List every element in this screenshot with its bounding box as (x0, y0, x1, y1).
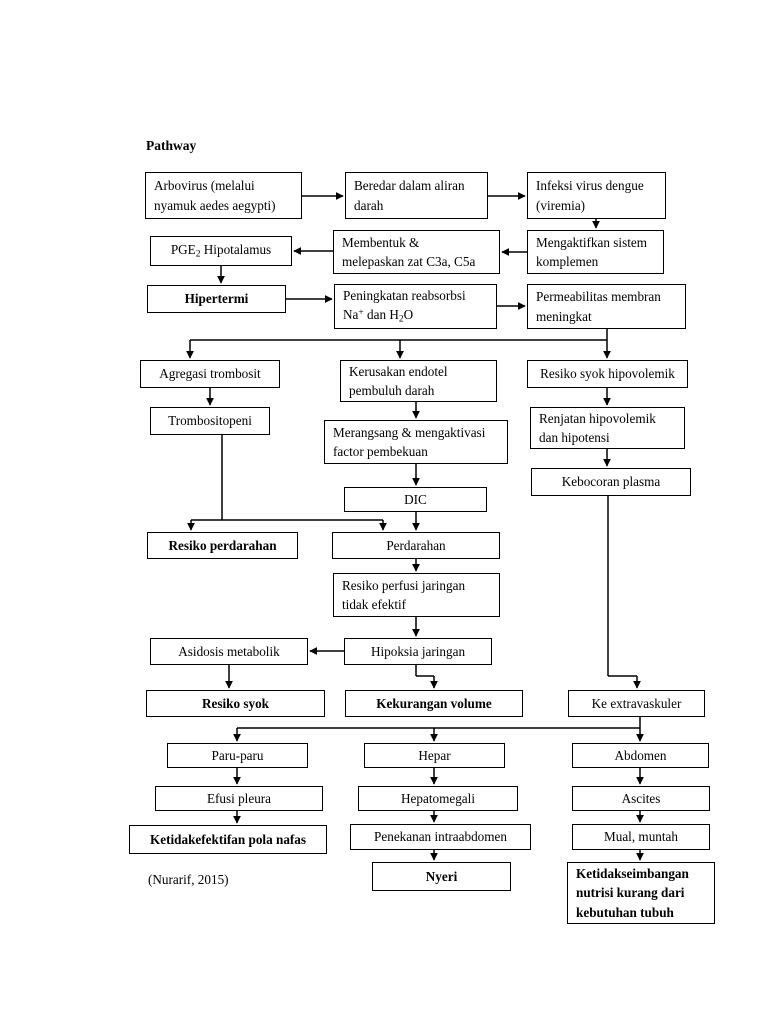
node-perdarahan: Perdarahan (332, 532, 500, 559)
source-caption: (Nurarif, 2015) (148, 872, 229, 887)
node-label-dic: DIC (404, 491, 427, 507)
node-merangsang: Merangsang & mengaktivasi factor pembeku… (324, 420, 508, 464)
node-label-agregasi: Agregasi trombosit (159, 366, 261, 382)
node-label-kebocoran: Kebocoran plasma (561, 474, 661, 490)
node-membentuk: Membentuk & melepaskan zat C3a, C5a (333, 230, 500, 274)
node-label-ascites: Ascites (621, 790, 661, 806)
node-infeksi: Infeksi virus dengue (viremia) (527, 172, 666, 219)
node-label-mengaktifkan: Mengaktifkan sistem komplemen (536, 234, 647, 269)
node-label-kekurangan: Kekurangan volume (376, 695, 492, 711)
node-hipoksia: Hipoksia jaringan (344, 638, 492, 665)
node-label-ketidakefektifan: Ketidakefektifan pola nafas (149, 831, 307, 847)
node-label-infeksi: Infeksi virus dengue (viremia) (536, 178, 644, 213)
node-abdomen: Abdomen (572, 743, 709, 768)
node-paru-paru: Paru-paru (167, 743, 308, 768)
node-resiko-syok-hipo: Resiko syok hipovolemik (527, 360, 688, 388)
node-label-hepatomegali: Hepatomegali (401, 790, 475, 806)
node-nyeri: Nyeri (372, 862, 511, 891)
page-title: Pathway (146, 138, 197, 153)
node-kebocoran: Kebocoran plasma (531, 468, 691, 496)
node-ascites: Ascites (572, 786, 710, 811)
node-kerusakan: Kerusakan endotel pembuluh darah (340, 360, 497, 402)
node-label-merangsang: Merangsang & mengaktivasi factor pembeku… (333, 424, 486, 459)
node-asidosis: Asidosis metabolik (150, 638, 308, 665)
node-label-hepar: Hepar (418, 747, 451, 763)
node-arbovirus: Arbovirus (melalui nyamuk aedes aegypti) (145, 172, 302, 219)
node-ke-extravaskuler: Ke extravaskuler (568, 690, 705, 717)
node-label-asidosis: Asidosis metabolik (178, 643, 280, 659)
node-resiko-syok: Resiko syok (146, 690, 325, 717)
node-label-perdarahan: Perdarahan (386, 537, 446, 553)
node-mual: Mual, muntah (572, 824, 710, 850)
node-resiko-perfusi: Resiko perfusi jaringan tidak efektif (333, 573, 500, 617)
node-hepatomegali: Hepatomegali (358, 786, 518, 811)
node-label-abdomen: Abdomen (614, 747, 667, 763)
node-label-resiko-syok: Resiko syok (201, 695, 270, 711)
node-label-mual: Mual, muntah (604, 829, 678, 845)
node-label-kerusakan: Kerusakan endotel pembuluh darah (349, 363, 448, 398)
node-beredar: Beredar dalam aliran darah (345, 172, 488, 219)
node-label-resiko-syok-hipo: Resiko syok hipovolemik (540, 366, 675, 382)
node-label-paru-paru: Paru-paru (211, 747, 264, 763)
node-label-beredar: Beredar dalam aliran darah (354, 178, 465, 213)
node-pge2: PGE2 Hipotalamus (150, 236, 292, 266)
node-label-membentuk: Membentuk & melepaskan zat C3a, C5a (342, 234, 476, 269)
node-dic: DIC (344, 487, 487, 512)
node-label-resiko-perfusi: Resiko perfusi jaringan tidak efektif (342, 577, 466, 612)
node-label-efusi: Efusi pleura (206, 790, 272, 806)
node-mengaktifkan: Mengaktifkan sistem komplemen (527, 230, 664, 274)
node-agregasi: Agregasi trombosit (140, 360, 280, 388)
node-kekurangan: Kekurangan volume (345, 690, 523, 717)
node-hepar: Hepar (364, 743, 505, 768)
node-hipertermi: Hipertermi (147, 285, 286, 313)
node-label-ketidakseimbangan: Ketidakseimbangan nutrisi kurang dari ke… (576, 866, 689, 920)
node-label-ke-extravaskuler: Ke extravaskuler (591, 695, 682, 711)
node-label-pge2: PGE2 Hipotalamus (170, 241, 272, 260)
node-label-hipertermi: Hipertermi (184, 291, 249, 307)
node-label-resiko-perdarahan: Resiko perdarahan (168, 537, 277, 553)
node-label-arbovirus: Arbovirus (melalui nyamuk aedes aegypti) (154, 178, 276, 213)
node-permeabilitas: Permeabilitas membran meningkat (527, 284, 686, 329)
node-ketidakefektifan: Ketidakefektifan pola nafas (129, 825, 327, 854)
node-label-penekanan: Penekanan intraabdomen (374, 829, 507, 845)
node-efusi: Efusi pleura (155, 786, 323, 811)
node-label-hipoksia: Hipoksia jaringan (370, 643, 466, 659)
node-label-nyeri: Nyeri (425, 868, 458, 884)
node-label-permeabilitas: Permeabilitas membran meningkat (536, 289, 661, 324)
node-label-renjatan: Renjatan hipovolemik dan hipotensi (539, 410, 656, 445)
node-penekanan: Penekanan intraabdomen (350, 824, 531, 850)
node-resiko-perdarahan: Resiko perdarahan (147, 532, 298, 559)
node-trombositopeni: Trombositopeni (150, 407, 270, 435)
node-ketidakseimbangan: Ketidakseimbangan nutrisi kurang dari ke… (567, 862, 715, 924)
node-renjatan: Renjatan hipovolemik dan hipotensi (530, 407, 685, 449)
node-label-trombositopeni: Trombositopeni (168, 413, 252, 429)
